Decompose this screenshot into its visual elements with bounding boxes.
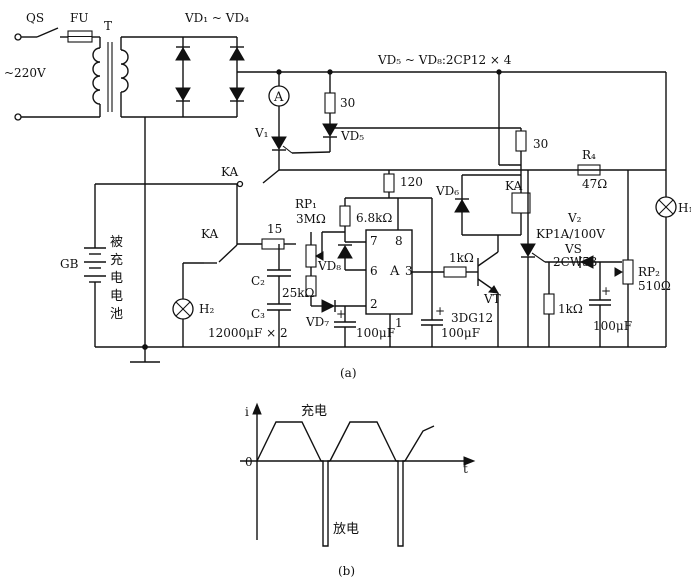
res-1k-base-label: 1kΩ [449,251,474,265]
rp1-value: 3MΩ [296,212,326,226]
v2-model-label: KP1A/100V [536,227,605,241]
resistor-1k-gate [543,293,555,315]
ka-coil-label: KA [505,179,522,193]
mains-voltage-label: ~220V [4,66,46,80]
h2-label: H₂ [199,302,214,316]
potentiometer-rp2 [622,259,634,285]
diodes-note: VD₅ ~ VD₈:2CP12 × 4 [377,53,512,67]
vd8-label: VD₈ [317,259,341,273]
vt-label: VT [483,292,501,306]
discharge-label: 放电 [333,522,359,537]
vs-model-label: 2CW53 [553,255,597,269]
rp1-label: RP₁ [295,197,317,211]
ic-pin-3: 3 [405,264,413,278]
resistor-1k-base [443,266,467,278]
bridge-label: VD₁ ~ VD₄ [184,11,249,25]
battery-desc-3: 电 [110,271,123,286]
res-15-label: 15 [267,222,282,236]
cap-100uF-b-label: 100μF [441,326,480,340]
ic-pin-1: 1 [395,316,403,330]
c3-label: C₃ [251,307,265,321]
bridge-rectifier [121,36,245,118]
ic-label: A [389,264,400,279]
battery-desc-5: 池 [110,307,123,322]
caption-b: (b) [338,564,355,578]
battery-desc-1: 被 [110,235,123,250]
battery-label: GB [60,257,79,271]
charge-pulse-2 [329,421,397,462]
ic-pin-7: 7 [370,234,378,248]
r4-value: 47Ω [582,177,607,191]
cap-value-label: 12000μF × 2 [208,326,288,340]
potentiometer-rp1 [305,244,317,268]
ka-contact-1 [262,169,280,184]
discharge-pulse-1 [321,460,330,547]
res-30a-label: 30 [340,96,355,110]
r4-label: R₄ [582,148,596,162]
cap-plus-b: + [435,304,445,318]
qs-switch-blade [36,27,59,38]
vd6-label: VD₆ [435,184,459,198]
res-120-label: 120 [400,175,423,189]
resistor-6k8 [339,205,351,227]
res-6k8-label: 6.8kΩ [356,211,392,225]
res-25k-label: 25kΩ [282,286,315,300]
res-1k-gate-label: 1kΩ [558,302,583,316]
rp2-value: 510Ω [638,279,671,293]
charge-pulse-1 [256,421,322,462]
c2-label: C₂ [251,274,265,288]
battery-desc-2: 充 [110,252,123,268]
mains-terminal-bottom [14,113,22,121]
rp2-label: RP₂ [638,265,660,279]
ka-contact-2 [218,244,238,263]
resistor-15 [261,238,285,250]
cap-plus-c: + [601,284,611,298]
ic-pin-2: 2 [370,297,378,311]
current-waveform: i 0 t 充电 放电 (b) [240,402,476,578]
res-30b-label: 30 [533,137,548,151]
v2-label: V₂ [567,211,582,225]
fu-label: FU [70,11,88,25]
charge-pulse-3 [404,425,435,462]
resistor-r4 [577,164,601,176]
mains-terminal-top [14,33,22,41]
vd5-label: VD₅ [340,129,364,143]
ka2-label: KA [201,227,218,241]
cap-100uF-c-label: 100μF [593,319,632,333]
resistor-30-a [324,92,336,114]
transformer-t [21,37,129,118]
cap-plus-a: + [336,307,346,321]
battery-desc-4: 电 [110,289,123,304]
qs-label: QS [26,11,44,25]
ka1-label: KA [221,165,238,179]
vd7-label: VD₇ [305,315,329,329]
discharge-pulse-2 [396,460,405,547]
vs-label: VS [564,242,582,256]
cap-100uF-a-label: 100μF [356,326,395,340]
ic-pin-6: 6 [370,264,378,278]
ic-pin-8: 8 [395,234,403,248]
x-axis-label: t [463,462,468,476]
transformer-label: T [104,19,112,33]
schematic-diagram: QS FU T ~220V [4,11,691,380]
ammeter-label: A [273,90,284,105]
v1-label: V₁ [254,126,268,140]
h1-label: H₁ [678,201,691,215]
charge-label: 充电 [301,403,327,419]
zero-label: 0 [245,455,253,469]
resistor-120 [383,173,395,193]
y-axis-label: i [245,405,249,419]
resistor-30-b [515,130,527,152]
vt-model-label: 3DG12 [451,311,493,325]
caption-a: (a) [340,366,357,380]
transistor-vt [477,251,499,294]
